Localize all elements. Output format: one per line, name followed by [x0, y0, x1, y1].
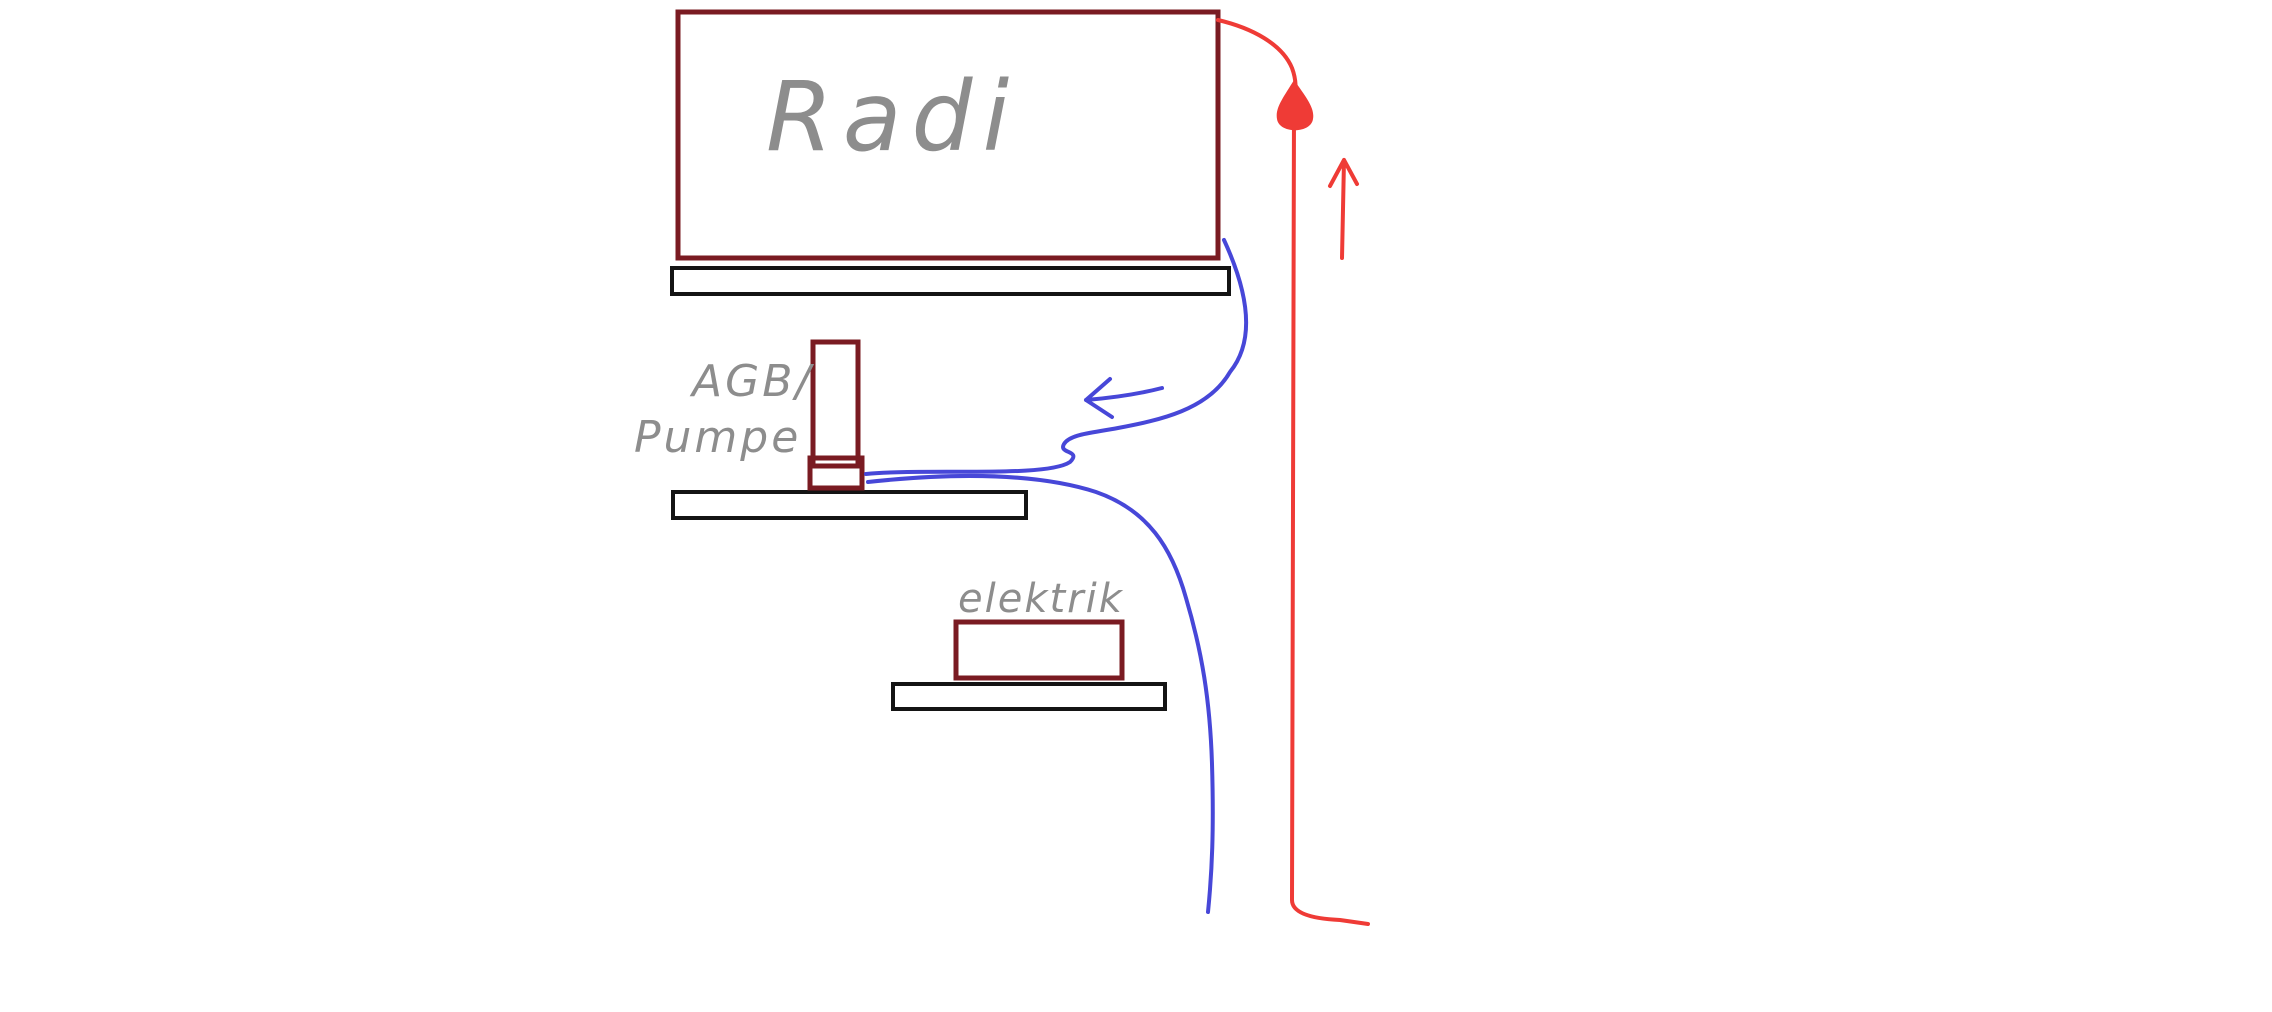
tube-pump-to-bottom — [866, 474, 1215, 914]
blue-flow-arrow-icon — [1084, 377, 1164, 419]
radiator-box — [675, 9, 1221, 261]
red-up-arrow-icon — [1328, 158, 1359, 260]
red-flow-arrowhead-icon — [1276, 80, 1314, 131]
bottom-shelf — [891, 682, 1167, 711]
reservoir-pump-label-line2: Pumpe — [634, 412, 801, 463]
reservoir-box — [810, 339, 861, 469]
tube-radiator-to-pump — [864, 238, 1249, 476]
pump-outlet-box — [807, 455, 865, 491]
electronics-label: elektrik — [958, 576, 1124, 622]
radiator-label: Radi — [766, 61, 1019, 173]
middle-shelf — [671, 490, 1028, 520]
reservoir-pump-label-line1: AGB/ — [689, 356, 814, 407]
top-shelf — [670, 266, 1231, 296]
electronics-box — [953, 619, 1125, 681]
